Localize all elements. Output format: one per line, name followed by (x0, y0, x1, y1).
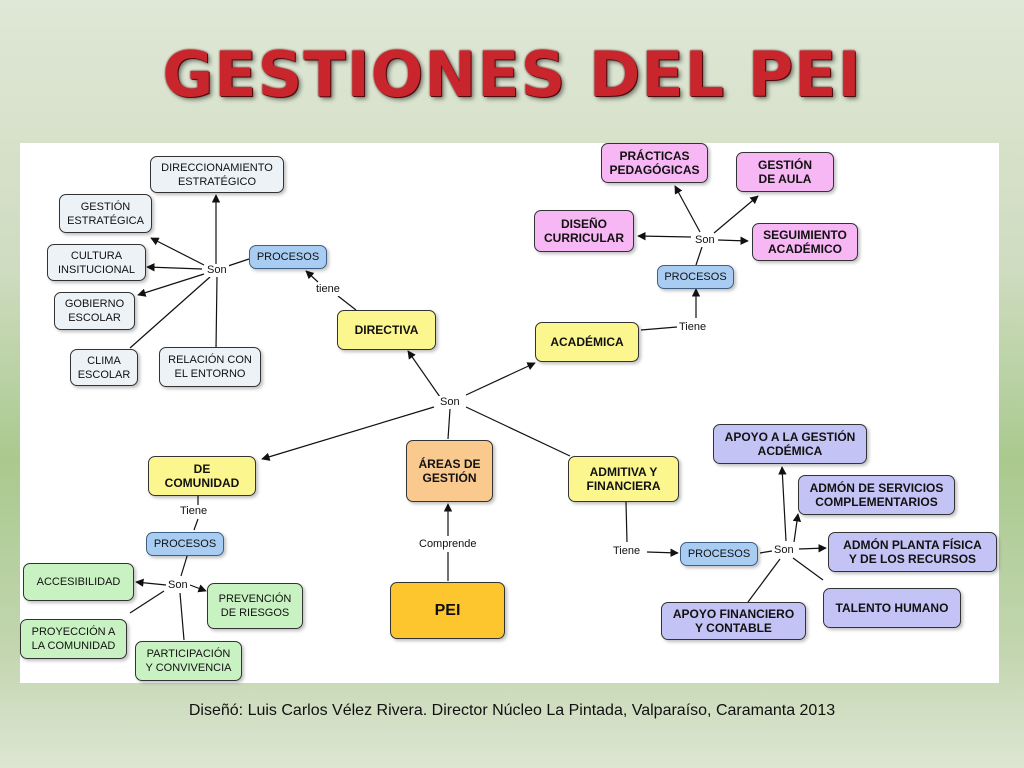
node-proyeccion-a-la-comunidad[interactable]: PROYECCIÓN A LA COMUNIDAD (20, 619, 127, 659)
node-procesos-academica[interactable]: PROCESOS (657, 265, 734, 289)
node-procesos-directiva[interactable]: PROCESOS (249, 245, 327, 269)
node-apoyo-financiero-contable[interactable]: APOYO FINANCIERO Y CONTABLE (661, 602, 806, 640)
node-procesos-admitiva[interactable]: PROCESOS (680, 542, 758, 566)
connector-lines (129, 185, 827, 641)
node-areas-de-gestion[interactable]: ÁREAS DE GESTIÓN (406, 440, 493, 502)
link-label-son-center: Son (438, 396, 462, 409)
node-practicas-pedagogicas[interactable]: PRÁCTICAS PEDAGÓGICAS (601, 143, 708, 183)
link-label-son-admitiva: Son (772, 544, 796, 557)
node-accesibilidad[interactable]: ACCESIBILIDAD (23, 563, 134, 601)
node-diseno-curricular[interactable]: DISEÑO CURRICULAR (534, 210, 634, 252)
node-direccionamiento-estrategico[interactable]: DIRECCIONAMIENTO ESTRATÉGICO (150, 156, 284, 193)
page-title: GESTIONES DEL PEI (162, 38, 862, 111)
node-clima-escolar[interactable]: CLIMA ESCOLAR (70, 349, 138, 386)
concept-map: PEI ÁREAS DE GESTIÓN DIRECTIVA ACADÉMICA… (20, 143, 999, 683)
node-admon-servicios-complementarios[interactable]: ADMÓN DE SERVICIOS COMPLEMENTARIOS (798, 475, 955, 515)
link-label-son-comunidad: Son (166, 579, 190, 592)
node-directiva[interactable]: DIRECTIVA (337, 310, 436, 350)
node-talento-humano[interactable]: TALENTO HUMANO (823, 588, 961, 628)
node-gobierno-escolar[interactable]: GOBIERNO ESCOLAR (54, 292, 135, 330)
credits-footer: Diseñó: Luis Carlos Vélez Rivera. Direct… (188, 702, 836, 719)
node-relacion-con-el-entorno[interactable]: RELACIÓN CON EL ENTORNO (159, 347, 261, 387)
link-label-tiene-academica: Tiene (677, 321, 709, 334)
node-participacion-y-convivencia[interactable]: PARTICIPACIÓN Y CONVIVENCIA (135, 641, 242, 681)
node-apoyo-gestion-academica[interactable]: APOYO A LA GESTIÓN ACDÉMICA (713, 424, 867, 464)
node-admon-planta-fisica[interactable]: ADMÓN PLANTA FÍSICA Y DE LOS RECURSOS (828, 532, 997, 572)
link-label-son-academica: Son (693, 234, 717, 247)
node-procesos-comunidad[interactable]: PROCESOS (146, 532, 224, 556)
node-seguimiento-academico[interactable]: SEGUIMIENTO ACADÉMICO (752, 223, 858, 261)
node-cultura-insitucional[interactable]: CULTURA INSITUCIONAL (47, 244, 146, 281)
link-label-son-directiva: Son (205, 264, 229, 277)
link-label-tiene-directiva: tiene (314, 283, 342, 296)
node-prevencion-de-riesgos[interactable]: PREVENCIÓN DE RIESGOS (207, 583, 303, 629)
node-gestion-estrategica[interactable]: GESTIÓN ESTRATÉGICA (59, 194, 152, 233)
link-label-tiene-admitiva: Tiene (611, 545, 643, 558)
link-label-comprende: Comprende (417, 538, 479, 551)
node-gestion-de-aula[interactable]: GESTIÓN DE AULA (736, 152, 834, 192)
link-label-tiene-comunidad: Tiene (178, 505, 210, 518)
node-pei[interactable]: PEI (390, 582, 505, 639)
node-de-comunidad[interactable]: DE COMUNIDAD (148, 456, 256, 496)
node-admitiva-financiera[interactable]: ADMITIVA Y FINANCIERA (568, 456, 679, 502)
node-academica[interactable]: ACADÉMICA (535, 322, 639, 362)
